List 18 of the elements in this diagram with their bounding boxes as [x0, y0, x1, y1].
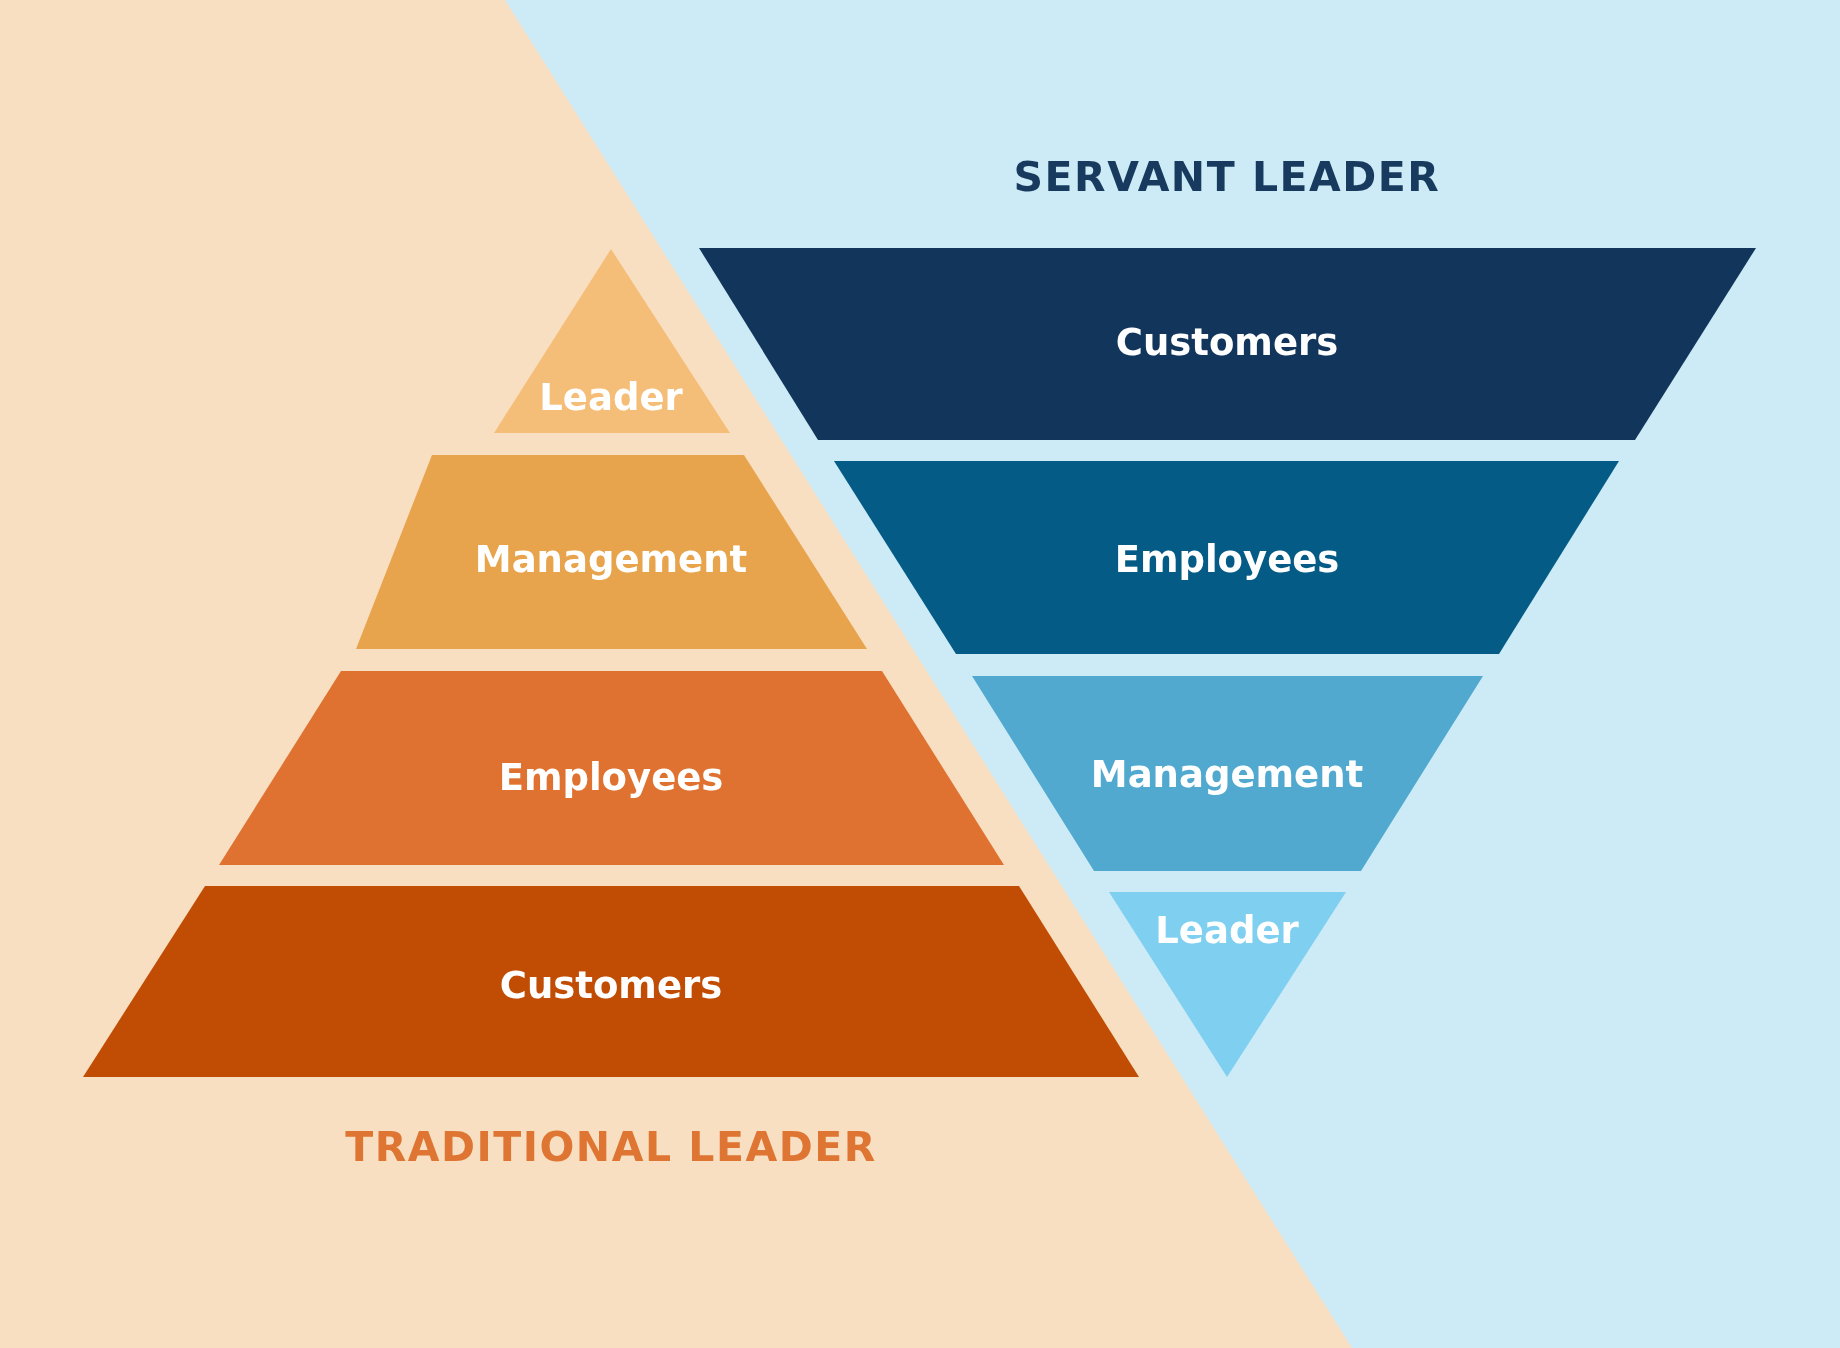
pyramid-tier	[699, 248, 1756, 440]
tier-label: Customers	[499, 964, 723, 1008]
tier-label: Employees	[498, 756, 724, 800]
tier-label: Leader	[539, 376, 683, 420]
section-heading: SERVANT LEADER	[1013, 154, 1441, 202]
pyramid-tier	[1109, 892, 1346, 1077]
tier-label: Leader	[1155, 909, 1299, 953]
pyramid-tier	[972, 676, 1483, 871]
tier-label: Management	[1090, 753, 1364, 797]
tier-label: Employees	[1114, 538, 1340, 582]
section-heading: TRADITIONAL LEADER	[345, 1124, 877, 1172]
pyramid-tier	[83, 886, 1139, 1077]
pyramid-tier	[356, 455, 867, 649]
pyramid-tier	[219, 671, 1004, 865]
tier-label: Management	[474, 538, 748, 582]
pyramid-tier	[494, 249, 730, 433]
tier-label: Customers	[1115, 321, 1339, 365]
pyramid-tier	[834, 461, 1619, 654]
